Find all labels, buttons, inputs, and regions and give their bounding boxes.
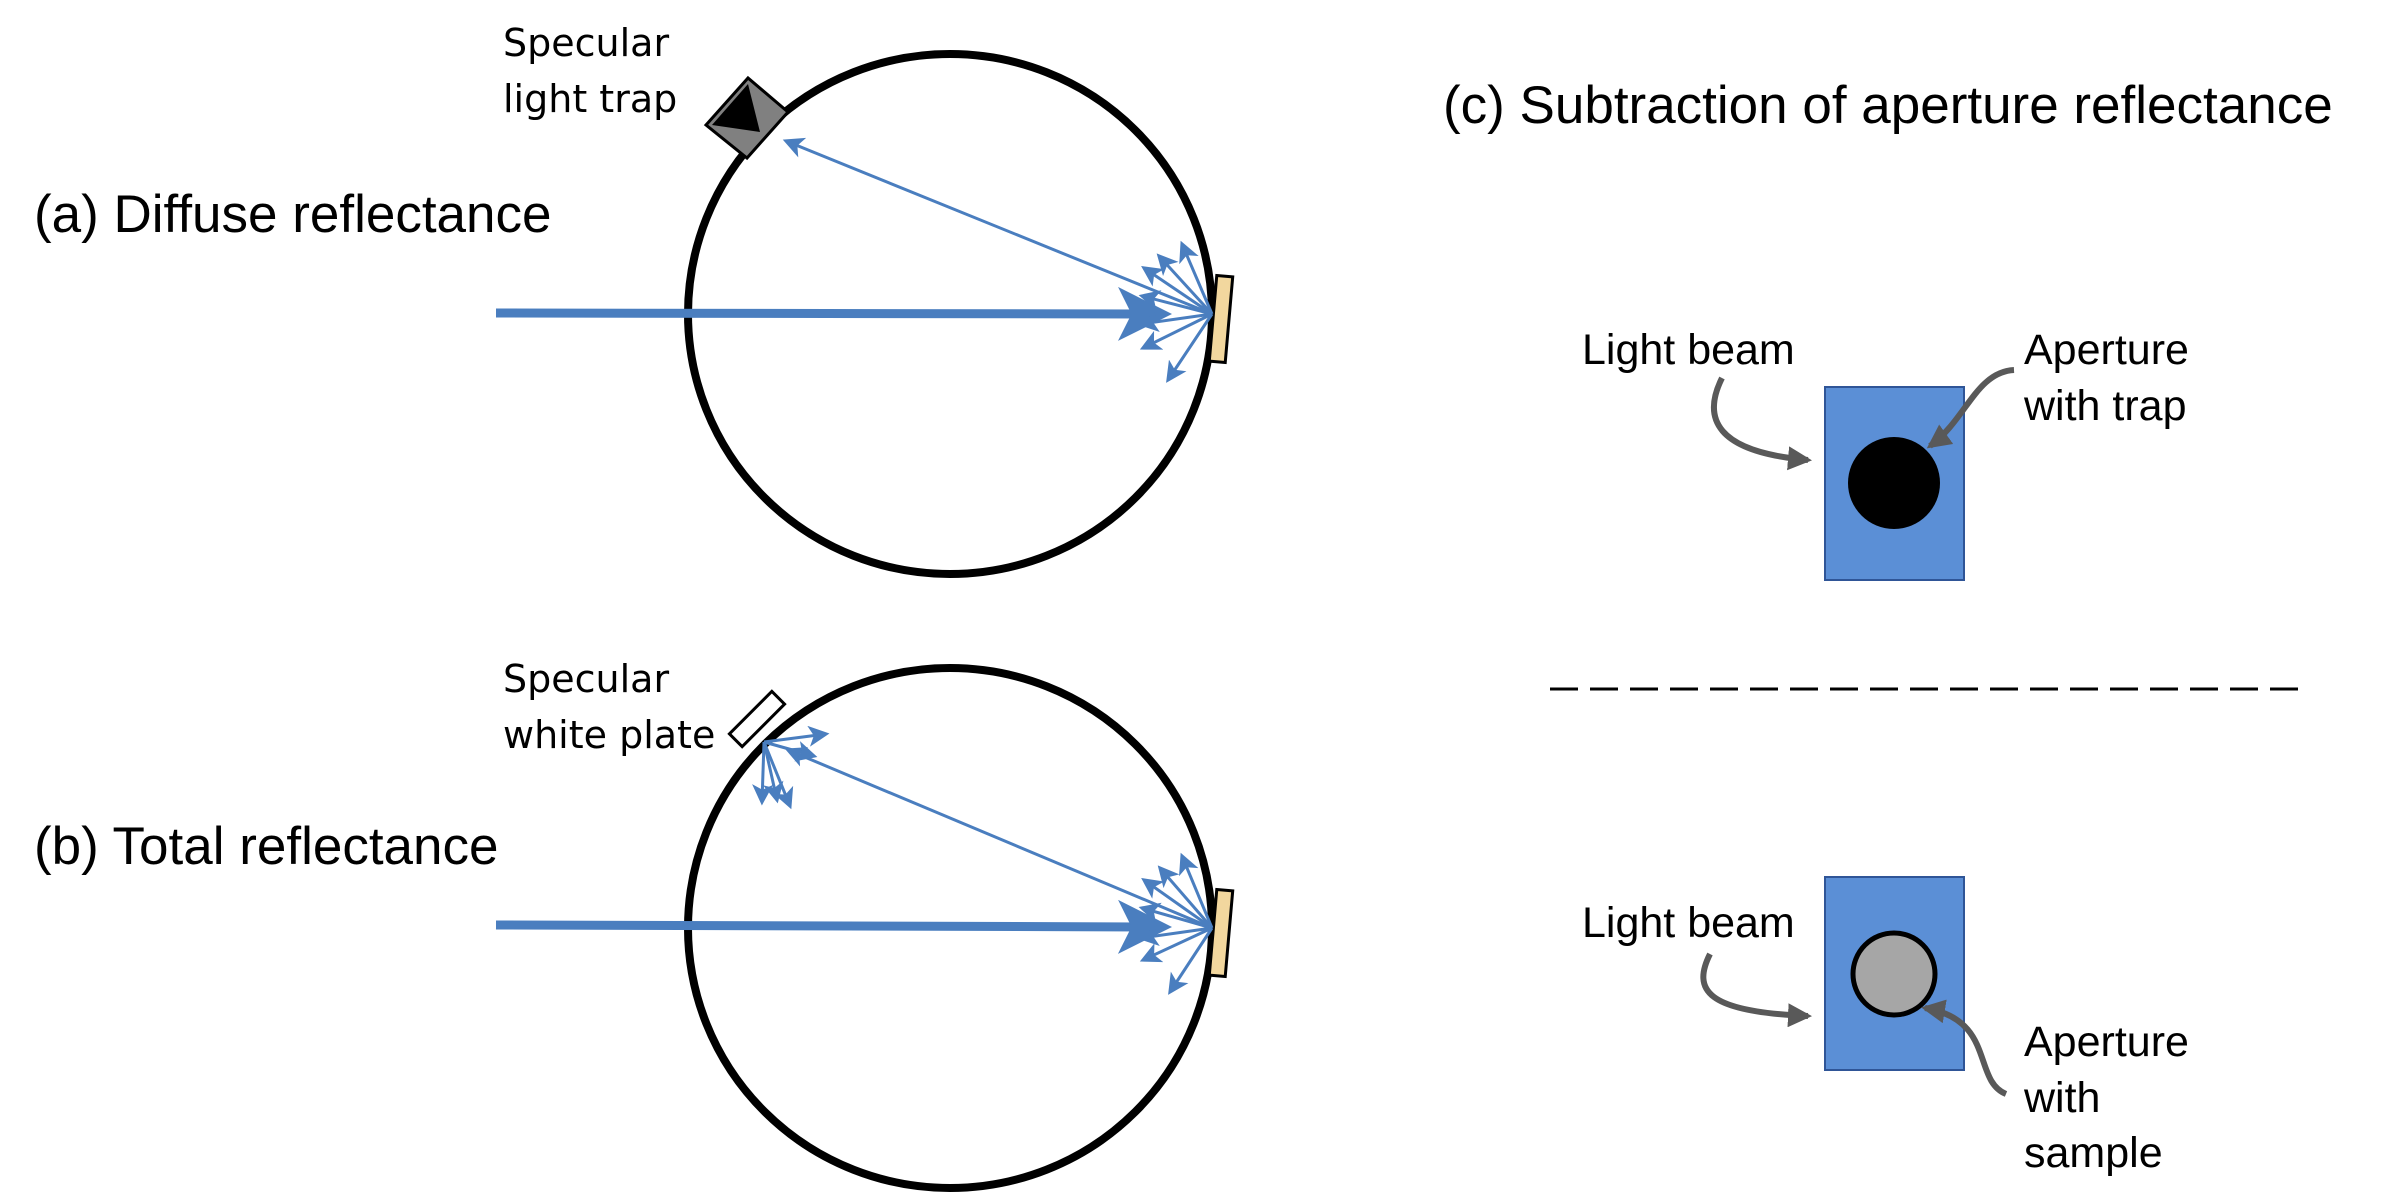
plate-label-line2: white plate [503,713,715,757]
specular-light-trap-icon [703,75,791,161]
diffuse-rays-a [1137,240,1214,383]
sample-a [1207,273,1235,365]
aperture-callout-arrow-top [1926,367,2015,449]
incident-beam-a [495,286,1172,341]
aperture-trap-group: Light beam Aperture with trap [1582,326,2189,581]
panel-c-title: (c) Subtraction of aperture reflectance [1443,76,2333,135]
specular-white-plate [727,689,787,749]
aperture-trap-label-line2: with trap [2023,382,2187,430]
panel-a-title: (a) Diffuse reflectance [34,185,551,244]
aperture-callout-arrow-bottom [1921,999,2008,1097]
trap-label-line1: Specular [503,21,669,65]
aperture-trap-disc [1848,437,1940,529]
beam-label-bottom: Light beam [1582,899,1795,947]
aperture-sample-group: Light beam Aperture with sample [1582,876,2189,1177]
trap-label-line2: light trap [503,77,677,121]
panel-c: (c) Subtraction of aperture reflectance … [1443,76,2333,1177]
aperture-sample-label-line2: with [2023,1074,2100,1122]
aperture-sample-label-line3: sample [2024,1129,2163,1177]
panel-a: (a) Diffuse reflectance Specular light t… [34,21,1235,578]
panel-b-title: (b) Total reflectance [34,817,498,876]
aperture-sample-label-line1: Aperture [2024,1018,2189,1066]
beam-callout-arrow-bottom [1700,952,1812,1028]
specular-ray-a [782,137,1213,316]
panel-b: (b) Total reflectance Specular white pla… [34,657,1235,1192]
beam-callout-arrow-top [1711,376,1812,471]
aperture-sample-disc [1850,930,1938,1018]
plate-rays-b [752,725,830,810]
plate-label-line1: Specular [503,657,669,701]
incident-beam-b [495,899,1172,954]
aperture-trap-label-line1: Aperture [2024,326,2189,374]
beam-label-top: Light beam [1582,326,1795,374]
diffuse-rays-b [1137,852,1214,995]
specular-ray-b [784,747,1213,930]
sample-b [1207,887,1235,979]
